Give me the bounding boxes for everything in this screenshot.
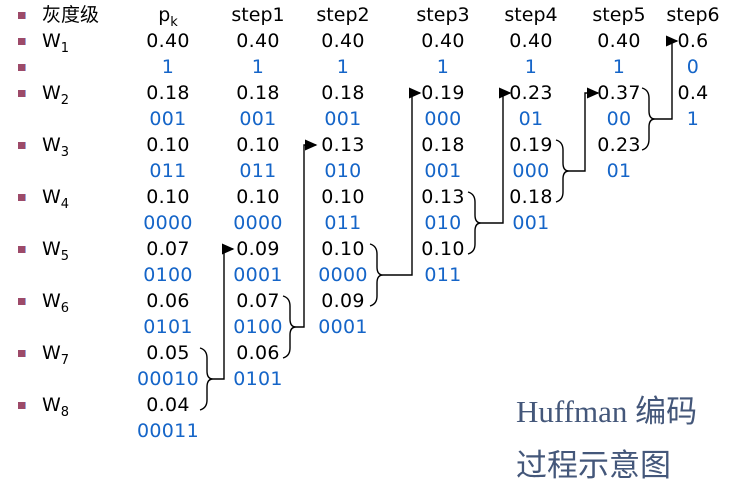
value-cell: 0.4 — [677, 82, 709, 104]
row-label-w4: W4 — [42, 186, 70, 212]
col-header-gray-level: 灰度级 — [42, 4, 100, 26]
bullet-marker — [18, 38, 26, 45]
code-cell: 0100 — [233, 316, 283, 338]
bullet-marker — [18, 194, 26, 201]
bullet-marker — [18, 402, 26, 409]
code-cell: 001 — [424, 160, 462, 182]
value-cell: 0.10 — [146, 134, 190, 156]
col-header-pk: pk — [158, 4, 178, 30]
value-cell: 0.04 — [146, 394, 190, 416]
value-cell: 0.10 — [236, 134, 280, 156]
value-cell: 0.19 — [421, 82, 465, 104]
value-cell: 0.40 — [236, 30, 280, 52]
value-cell: 0.13 — [321, 134, 365, 156]
code-cell: 1 — [612, 56, 626, 78]
code-cell: 1 — [161, 56, 175, 78]
value-cell: 0.40 — [321, 30, 365, 52]
value-cell: 0.13 — [421, 186, 465, 208]
code-cell: 0001 — [233, 264, 283, 286]
code-cell: 0000 — [233, 212, 283, 234]
row-label-w2: W2 — [42, 82, 70, 108]
code-cell: 0101 — [233, 368, 283, 390]
value-cell: 0.23 — [509, 82, 553, 104]
code-cell: 010 — [324, 160, 362, 182]
value-cell: 0.10 — [321, 186, 365, 208]
code-cell: 0000 — [143, 212, 193, 234]
code-cell: 01 — [518, 108, 544, 130]
code-cell: 011 — [239, 160, 277, 182]
col-header-step2: step2 — [316, 4, 370, 26]
code-cell: 011 — [324, 212, 362, 234]
bullet-marker — [18, 246, 26, 253]
value-cell: 0.10 — [321, 238, 365, 260]
value-cell: 0.18 — [321, 82, 365, 104]
code-cell: 01 — [606, 160, 632, 182]
code-cell: 011 — [149, 160, 187, 182]
bullet-marker — [18, 142, 26, 149]
code-cell: 001 — [239, 108, 277, 130]
code-cell: 0000 — [318, 264, 368, 286]
bullet-marker — [18, 12, 26, 19]
value-cell: 0.18 — [509, 186, 553, 208]
col-header-step6: step6 — [666, 4, 720, 26]
code-cell: 1 — [524, 56, 538, 78]
value-cell: 0.19 — [509, 134, 553, 156]
value-cell: 0.09 — [236, 238, 280, 260]
code-cell: 0001 — [318, 316, 368, 338]
code-cell: 000 — [512, 160, 550, 182]
value-cell: 0.37 — [597, 82, 641, 104]
value-cell: 0.6 — [677, 30, 709, 52]
code-cell: 00010 — [137, 368, 199, 390]
value-cell: 0.18 — [146, 82, 190, 104]
value-cell: 0.10 — [146, 186, 190, 208]
caption-line-2: 过程示意图 — [516, 448, 671, 481]
row-label-w6: W6 — [42, 290, 70, 316]
row-label-w8: W8 — [42, 394, 70, 420]
code-cell: 010 — [424, 212, 462, 234]
code-cell: 000 — [424, 108, 462, 130]
bullet-marker — [18, 350, 26, 357]
value-cell: 0.40 — [146, 30, 190, 52]
code-cell: 1 — [436, 56, 450, 78]
code-cell: 00 — [606, 108, 632, 130]
value-cell: 0.40 — [421, 30, 465, 52]
code-cell: 1 — [336, 56, 350, 78]
row-label-w5: W5 — [42, 238, 70, 264]
col-header-step3: step3 — [416, 4, 470, 26]
col-header-step1: step1 — [231, 4, 285, 26]
value-cell: 0.18 — [421, 134, 465, 156]
value-cell: 0.10 — [236, 186, 280, 208]
code-cell: 001 — [512, 212, 550, 234]
value-cell: 0.18 — [236, 82, 280, 104]
code-cell: 011 — [424, 264, 462, 286]
code-cell: 0 — [686, 56, 700, 78]
bullet-marker — [18, 298, 26, 305]
value-cell: 0.40 — [597, 30, 641, 52]
value-cell: 0.40 — [509, 30, 553, 52]
row-label-w7: W7 — [42, 342, 70, 368]
row-label-w3: W3 — [42, 134, 70, 160]
code-cell: 0100 — [143, 264, 193, 286]
caption-line-1: Huffman 编码 — [516, 394, 698, 429]
value-cell: 0.07 — [146, 238, 190, 260]
col-header-step4: step4 — [504, 4, 558, 26]
code-cell: 001 — [149, 108, 187, 130]
value-cell: 0.10 — [421, 238, 465, 260]
code-cell: 0101 — [143, 316, 193, 338]
value-cell: 0.06 — [146, 290, 190, 312]
row-label-w1: W1 — [42, 30, 70, 56]
value-cell: 0.05 — [146, 342, 190, 364]
value-cell: 0.09 — [321, 290, 365, 312]
code-cell: 1 — [686, 108, 700, 130]
bullet-marker — [18, 90, 26, 97]
col-header-step5: step5 — [592, 4, 646, 26]
value-cell: 0.06 — [236, 342, 280, 364]
value-cell: 0.07 — [236, 290, 280, 312]
code-cell: 1 — [251, 56, 265, 78]
code-cell: 00011 — [137, 420, 199, 442]
value-cell: 0.23 — [597, 134, 641, 156]
code-cell: 001 — [324, 108, 362, 130]
bullet-marker — [18, 64, 26, 71]
